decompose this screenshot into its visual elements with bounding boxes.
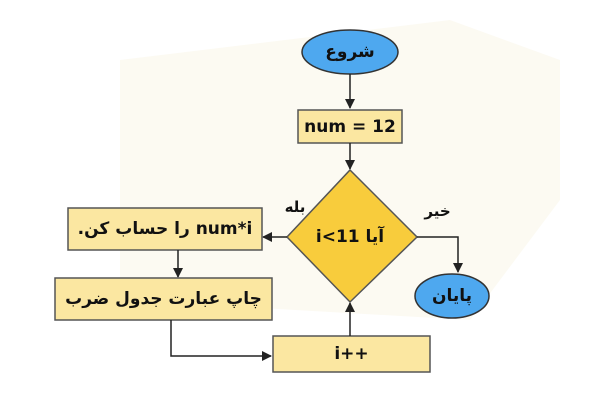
print-label: چاپ عبارت جدول ضرب — [65, 289, 262, 309]
arrow-print-to-increment — [170, 320, 272, 361]
compute-process — [67, 207, 263, 251]
arrow-no — [417, 236, 463, 273]
start-label: شروع — [325, 42, 375, 62]
no-label: خیر — [424, 202, 451, 220]
print-process — [54, 277, 273, 321]
end-terminal — [414, 273, 490, 319]
condition-label: آیا i<11 — [315, 227, 385, 247]
increment-label: i++ — [334, 344, 369, 364]
init-label: num = 12 — [304, 116, 396, 137]
end-label: پایان — [431, 286, 473, 306]
yes-label: بله — [284, 198, 306, 216]
increment-process — [272, 335, 431, 373]
compute-label: num*i را حساب کن. — [77, 219, 253, 239]
